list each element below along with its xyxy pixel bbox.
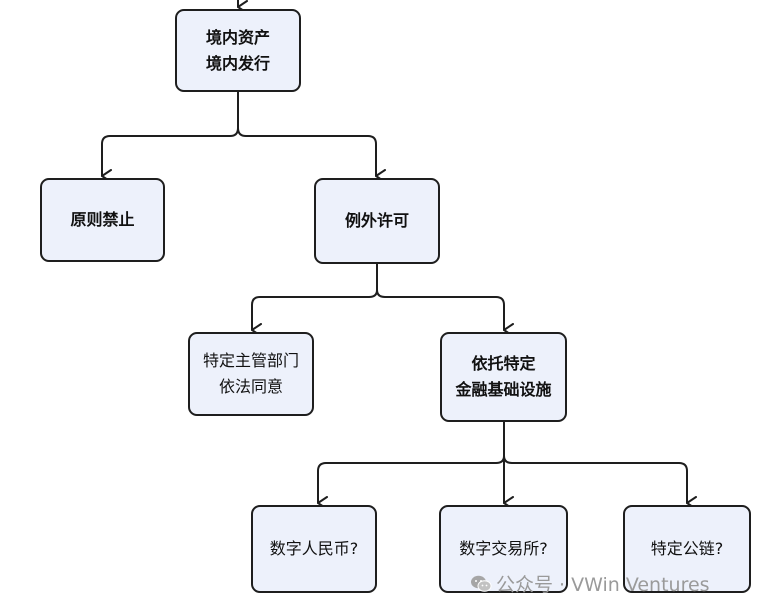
- node-exception-label: 例外许可: [344, 211, 409, 230]
- connector-exception-to-infrastructure: [376, 289, 514, 337]
- connector-exception-to-authority: [251, 263, 378, 337]
- node-domestic-assets: 境内资产 境内发行: [175, 9, 301, 92]
- connector-infrastructure-to-chain: [503, 455, 697, 510]
- connector-infrastructure-to-ecny: [317, 421, 505, 510]
- node-digital-exchange: 数字交易所?: [439, 505, 568, 593]
- node-specific-public-chain: 特定公链?: [623, 505, 751, 593]
- node-infrastructure-line2: 金融基础设施: [455, 380, 552, 399]
- node-chain-label: 特定公链?: [650, 539, 724, 558]
- node-authority-line2: 依法同意: [218, 377, 283, 396]
- node-digital-rmb: 数字人民币?: [251, 505, 377, 593]
- node-competent-authority: 特定主管部门 依法同意: [188, 332, 314, 416]
- node-domestic-line2: 境内发行: [205, 53, 270, 73]
- node-authority-line1: 特定主管部门: [202, 351, 299, 370]
- connector-domestic-split: [101, 91, 239, 183]
- watermark: 公众号 · VWin Ventures: [470, 570, 710, 597]
- watermark-text: 公众号 · VWin Ventures: [496, 574, 710, 596]
- node-domestic-line1: 境内资产: [205, 27, 270, 47]
- connector-domestic-to-exception: [237, 127, 386, 183]
- wechat-icon: [471, 575, 492, 592]
- node-infrastructure-line1: 依托特定: [471, 354, 536, 373]
- node-prohibited-label: 原则禁止: [70, 210, 135, 229]
- node-financial-infrastructure: 依托特定 金融基础设施: [440, 332, 567, 422]
- node-ecny-label: 数字人民币?: [269, 539, 359, 558]
- node-exchange-label: 数字交易所?: [459, 539, 548, 558]
- node-exception: 例外许可: [314, 178, 440, 264]
- node-prohibited: 原则禁止: [40, 178, 165, 262]
